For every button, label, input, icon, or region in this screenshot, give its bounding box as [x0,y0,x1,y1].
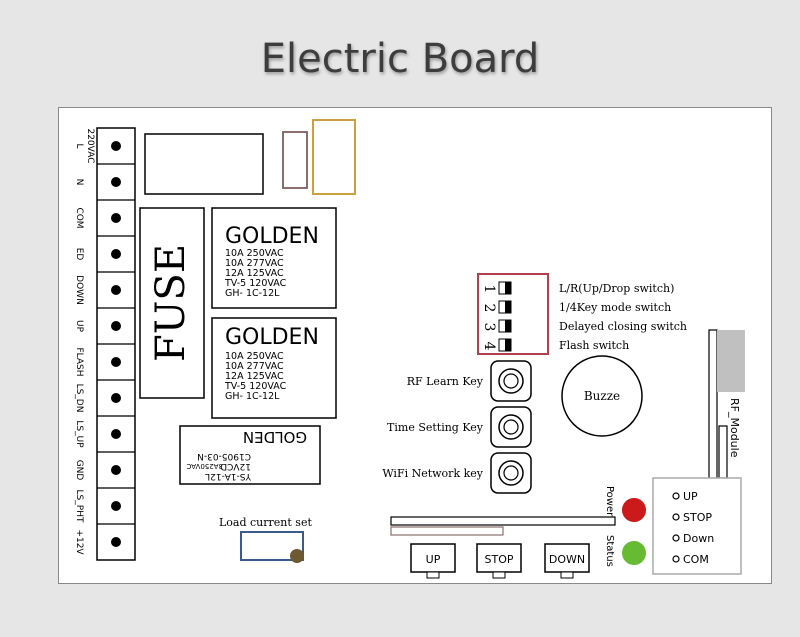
connector-pin [672,513,680,521]
relay-spec-line: TV-5 120VAC [224,278,287,289]
connector-pin [672,492,680,500]
status-label: Status [604,535,615,567]
connector-label: UP [683,490,698,503]
header-strip-2 [390,526,504,536]
terminal-label: DOWN [74,275,84,305]
connector-pin [672,555,680,563]
connector-label: COM [683,553,709,566]
board-button-label: UP [426,553,441,566]
terminal-screw [111,429,121,439]
terminal-label: ED [74,248,84,261]
dip-label: 1/4Key mode switch [559,301,671,314]
relay-spec-line: GH- 1C-12L [225,391,280,402]
dip-number: 2 [481,304,497,313]
dip-number: 4 [481,342,497,351]
connector-pin [672,534,680,542]
capacitor-box [144,133,264,195]
fuse: FUSE [139,207,205,399]
relay-3: GOLDEN YS-1A-12L 12VCD C1905-03-N 3A250V… [179,425,321,485]
terminal-screw [111,501,121,511]
terminal-label: FLASH [74,347,84,376]
relay-spec-line: TV-5 120VAC [224,381,287,392]
relay-3-brand: GOLDEN [243,428,307,446]
relay-spec-line: 12A 125VAC [225,371,284,382]
gold-component-slot [312,119,356,195]
power-label: Power [604,486,615,517]
connector-label: STOP [683,511,712,524]
relay-3-line-2: 12VCD [220,461,251,471]
relay-spec-line: 12A 125VAC [225,268,284,279]
dip-label: Flash switch [559,339,629,352]
terminal-screw [111,465,121,475]
status-led: Status [604,535,646,567]
rf-module-label: RF_Module [728,398,741,458]
relay-2-brand: GOLDEN [225,325,319,350]
terminal-screw [111,141,121,151]
fuse-holder-slot [282,131,308,189]
power-led: Power [604,486,646,522]
terminal-label: L [74,143,84,148]
connector-label: Down [683,532,714,545]
terminal-screw [111,357,121,367]
relay-1-brand: GOLDEN [225,224,319,249]
board-button[interactable] [476,543,522,573]
load-current-label: Load current set [219,516,312,529]
terminal-block [96,127,136,561]
terminal-screw [111,321,121,331]
terminal-label: GND [74,460,84,481]
page-title: Electric Board [260,36,540,82]
terminal-label: COM [74,207,84,228]
dip-label: Delayed closing switch [559,320,687,333]
terminal-label: LS_PHT [74,490,84,523]
relay-3-line-1: YS-1A-12L [205,471,252,481]
dip-switch[interactable]: 1 2 3 4 [477,273,549,355]
key-label: Time Setting Key [387,421,484,434]
terminal-screw [111,177,121,187]
rf-module: RF_Module [708,329,745,497]
terminal-label: LS_DN [74,384,84,413]
key-label: WiFi Network key [382,467,483,480]
dip-switch-labels: L/R(Up/Drop switch) 1/4Key mode switchDel… [559,282,687,352]
terminal-screw [111,537,121,547]
terminal-screw [111,285,121,295]
board-button[interactable] [410,543,456,573]
terminal-label: UP [74,320,84,333]
board-button-label: DOWN [549,553,585,566]
fuse-label: FUSE [148,244,194,362]
header-strip-1 [390,516,616,526]
relay-spec-line: 10A 277VAC [225,258,284,269]
terminal-screw [111,249,121,259]
terminal-screw [111,393,121,403]
relay-3-side: 3A250VAC [186,462,223,470]
terminal-label: N [74,179,84,186]
terminal-label: LS_UP [74,420,84,448]
terminal-label: 220VAC [85,128,95,163]
load-current-pot[interactable] [290,549,304,563]
relay-3-line-3: C1905-03-N [197,451,251,461]
relay-spec-line: GH- 1C-12L [225,288,280,299]
dip-number: 3 [481,323,497,332]
relay-spec-line: 10A 250VAC [225,351,284,362]
dip-number: 1 [481,285,497,294]
terminal-screw [111,213,121,223]
buzzer: Buzze [561,355,643,437]
relay-spec-line: 10A 250VAC [225,248,284,259]
terminal-label: +12V [74,529,84,555]
buzzer-label: Buzze [584,389,620,403]
relay-spec-line: 10A 277VAC [225,361,284,372]
board-button-label: STOP [485,553,514,566]
dip-label: L/R(Up/Drop switch) [559,282,674,295]
key-label: RF Learn Key [407,375,484,388]
